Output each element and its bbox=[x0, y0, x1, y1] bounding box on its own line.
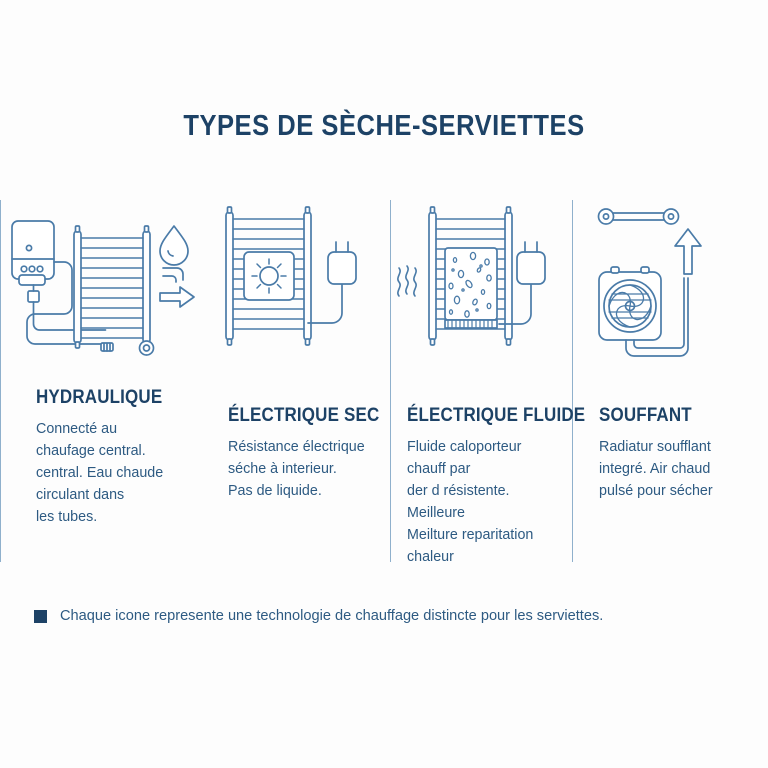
column-body: Fluide caloporteur chauff par der d rési… bbox=[407, 439, 534, 565]
fluid-electric-towel-rail-icon bbox=[393, 196, 571, 364]
text-block-soufflant: SOUFFANT Radiatur soufflant integré. Air… bbox=[575, 404, 768, 502]
column-heading: ÉLECTRIQUE SEC bbox=[228, 404, 380, 426]
square-bullet-icon bbox=[34, 609, 47, 623]
column-heading: SOUFFANT bbox=[599, 404, 692, 426]
column-electrique-fluide: ÉLECTRIQUE FLUIDE Fluide caloporteur cha… bbox=[393, 196, 585, 566]
hydraulic-towel-rail-icon bbox=[8, 196, 204, 364]
text-block-electrique-fluide: ÉLECTRIQUE FLUIDE Fluide caloporteur cha… bbox=[393, 404, 585, 568]
column-body: Radiatur soufflant integré. Air chaud pu… bbox=[599, 439, 713, 499]
column-body: Connecté au chaufage central. central. E… bbox=[36, 421, 164, 525]
column-electrique-sec: ÉLECTRIQUE SEC Résistance électrique séc… bbox=[208, 196, 389, 566]
footer-note-text: Chaque icone represente une technologie … bbox=[60, 608, 604, 624]
column-divider-1 bbox=[0, 200, 2, 562]
fan-heater-towel-rail-icon bbox=[575, 196, 760, 364]
column-divider-3 bbox=[572, 200, 574, 562]
column-soufflant: SOUFFANT Radiatur soufflant integré. Air… bbox=[575, 196, 760, 566]
columns-container: HYDRAULIQUE Connecté au chaufage central… bbox=[0, 196, 768, 566]
column-heading: ÉLECTRIQUE FLUIDE bbox=[407, 404, 586, 426]
footer-note: Chaque icone represente une technologie … bbox=[34, 608, 603, 624]
dry-electric-towel-rail-icon bbox=[208, 196, 389, 364]
column-divider-2 bbox=[390, 200, 392, 562]
column-body: Résistance électrique séche à interieur.… bbox=[228, 439, 365, 499]
column-heading: HYDRAULIQUE bbox=[36, 386, 163, 408]
text-block-electrique-sec: ÉLECTRIQUE SEC Résistance électrique séc… bbox=[208, 404, 409, 502]
text-block-hydraulique: HYDRAULIQUE Connecté au chaufage central… bbox=[8, 386, 232, 528]
page-title: TYPES DE SÈCHE-SERVIETTES bbox=[183, 110, 585, 142]
column-hydraulique: HYDRAULIQUE Connecté au chaufage central… bbox=[8, 196, 204, 566]
